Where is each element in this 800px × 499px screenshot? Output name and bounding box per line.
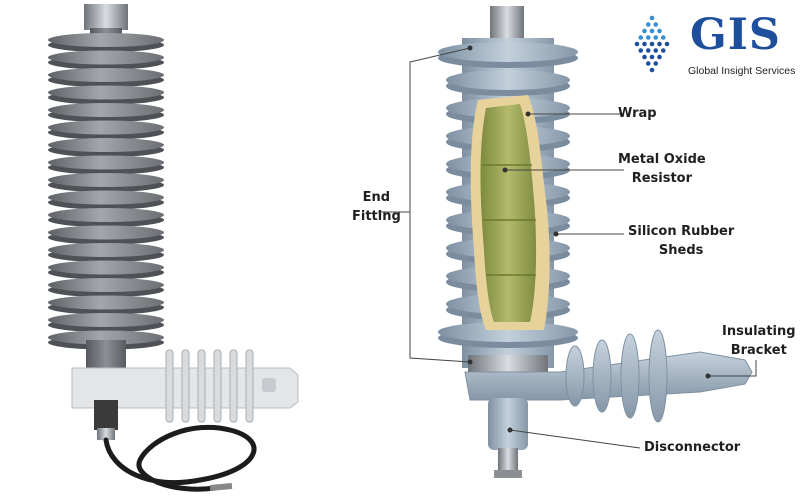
label-wrap: Wrap	[618, 106, 657, 121]
bracket-fin	[197, 349, 206, 423]
leader-bracket	[708, 360, 757, 377]
bracket-fin	[620, 333, 640, 419]
logo-dot	[649, 67, 655, 73]
logo-dot	[649, 15, 655, 21]
logo-dot	[642, 28, 647, 34]
grey-shed	[48, 103, 164, 117]
ground-cable	[103, 424, 257, 492]
disconnector-body	[488, 398, 528, 450]
gis-logo: GIS Global Insight Services	[624, 10, 796, 84]
bracket-fin	[229, 349, 238, 423]
terminal-nut	[494, 470, 522, 478]
logo-dot	[645, 61, 651, 66]
grey-shed	[48, 278, 164, 292]
logo-dot	[638, 35, 644, 40]
logo-dot	[642, 54, 647, 60]
resistor-block-seams	[482, 164, 536, 276]
disconnector-terminal	[498, 448, 518, 472]
top-stud	[490, 6, 524, 40]
logo-dot	[649, 28, 655, 34]
logo-dot	[657, 28, 662, 34]
leader-lines	[378, 47, 757, 449]
label-silicon-rubber-sheds: Silicon Rubber Sheds	[628, 224, 735, 258]
logo-dot	[653, 48, 659, 53]
bracket-hole	[262, 378, 276, 392]
metal-oxide-resistor	[480, 104, 537, 322]
bottom-collar	[86, 340, 126, 370]
logo-dot	[660, 35, 666, 40]
leader-end-fitting	[409, 47, 471, 363]
silicon-shed	[446, 70, 570, 90]
grey-shed	[48, 138, 164, 152]
logo-dot	[649, 41, 655, 47]
logo-brand: GIS	[690, 10, 781, 60]
bracket-fin	[165, 349, 174, 423]
cable-lug	[209, 483, 233, 491]
logo-dot	[645, 22, 651, 27]
cutaway-arrester	[438, 6, 753, 478]
left-terminal	[97, 428, 115, 440]
bracket-fin	[592, 339, 612, 413]
grey-shed	[48, 330, 164, 345]
label-end-fitting: End Fitting	[352, 190, 401, 224]
label-disconnector: Disconnector	[644, 440, 741, 455]
grey-shed	[48, 260, 164, 275]
logo-dot	[645, 48, 651, 53]
logo-dot	[653, 22, 659, 27]
grey-shed	[48, 208, 164, 222]
logo-dot	[634, 41, 640, 47]
bracket-fin	[181, 349, 190, 423]
label-metal-oxide-resistor: Metal Oxide Resistor	[618, 152, 706, 186]
bracket-fin	[245, 349, 254, 423]
top-cap	[84, 4, 128, 30]
logo-dot	[664, 41, 670, 47]
grey-shed	[48, 225, 164, 240]
logo-dot	[642, 41, 647, 47]
bracket-fin	[565, 345, 585, 407]
logo-dot	[657, 41, 662, 47]
grey-shed	[48, 68, 164, 82]
bracket-fin	[213, 349, 222, 423]
grey-shed	[48, 295, 164, 310]
logo-dot	[660, 48, 666, 53]
silicon-shed	[438, 42, 578, 62]
leader-dots	[467, 45, 711, 433]
logo-dot	[638, 48, 644, 53]
grey-shed	[48, 243, 164, 257]
grey-shed	[48, 120, 164, 135]
logo-dot	[653, 61, 659, 66]
left-disconnector	[94, 400, 118, 430]
gis-logo-mark	[634, 15, 670, 73]
grey-shed	[48, 85, 164, 100]
logo-dot	[653, 35, 659, 40]
logo-dot	[645, 35, 651, 40]
grey-shed	[48, 190, 164, 205]
logo-tagline: Global Insight Services	[688, 65, 796, 77]
grey-shed	[48, 155, 164, 170]
grey-shed	[48, 33, 164, 47]
label-insulating-bracket: Insulating Bracket	[722, 324, 796, 358]
grey-shed	[48, 313, 164, 327]
logo-dot	[657, 54, 662, 60]
bracket-fin	[648, 329, 668, 423]
left-arrester-photo	[48, 4, 299, 492]
logo-dot	[649, 54, 655, 60]
leader-disconnector	[509, 429, 641, 449]
grey-shed	[48, 173, 164, 187]
grey-shed	[48, 50, 164, 65]
